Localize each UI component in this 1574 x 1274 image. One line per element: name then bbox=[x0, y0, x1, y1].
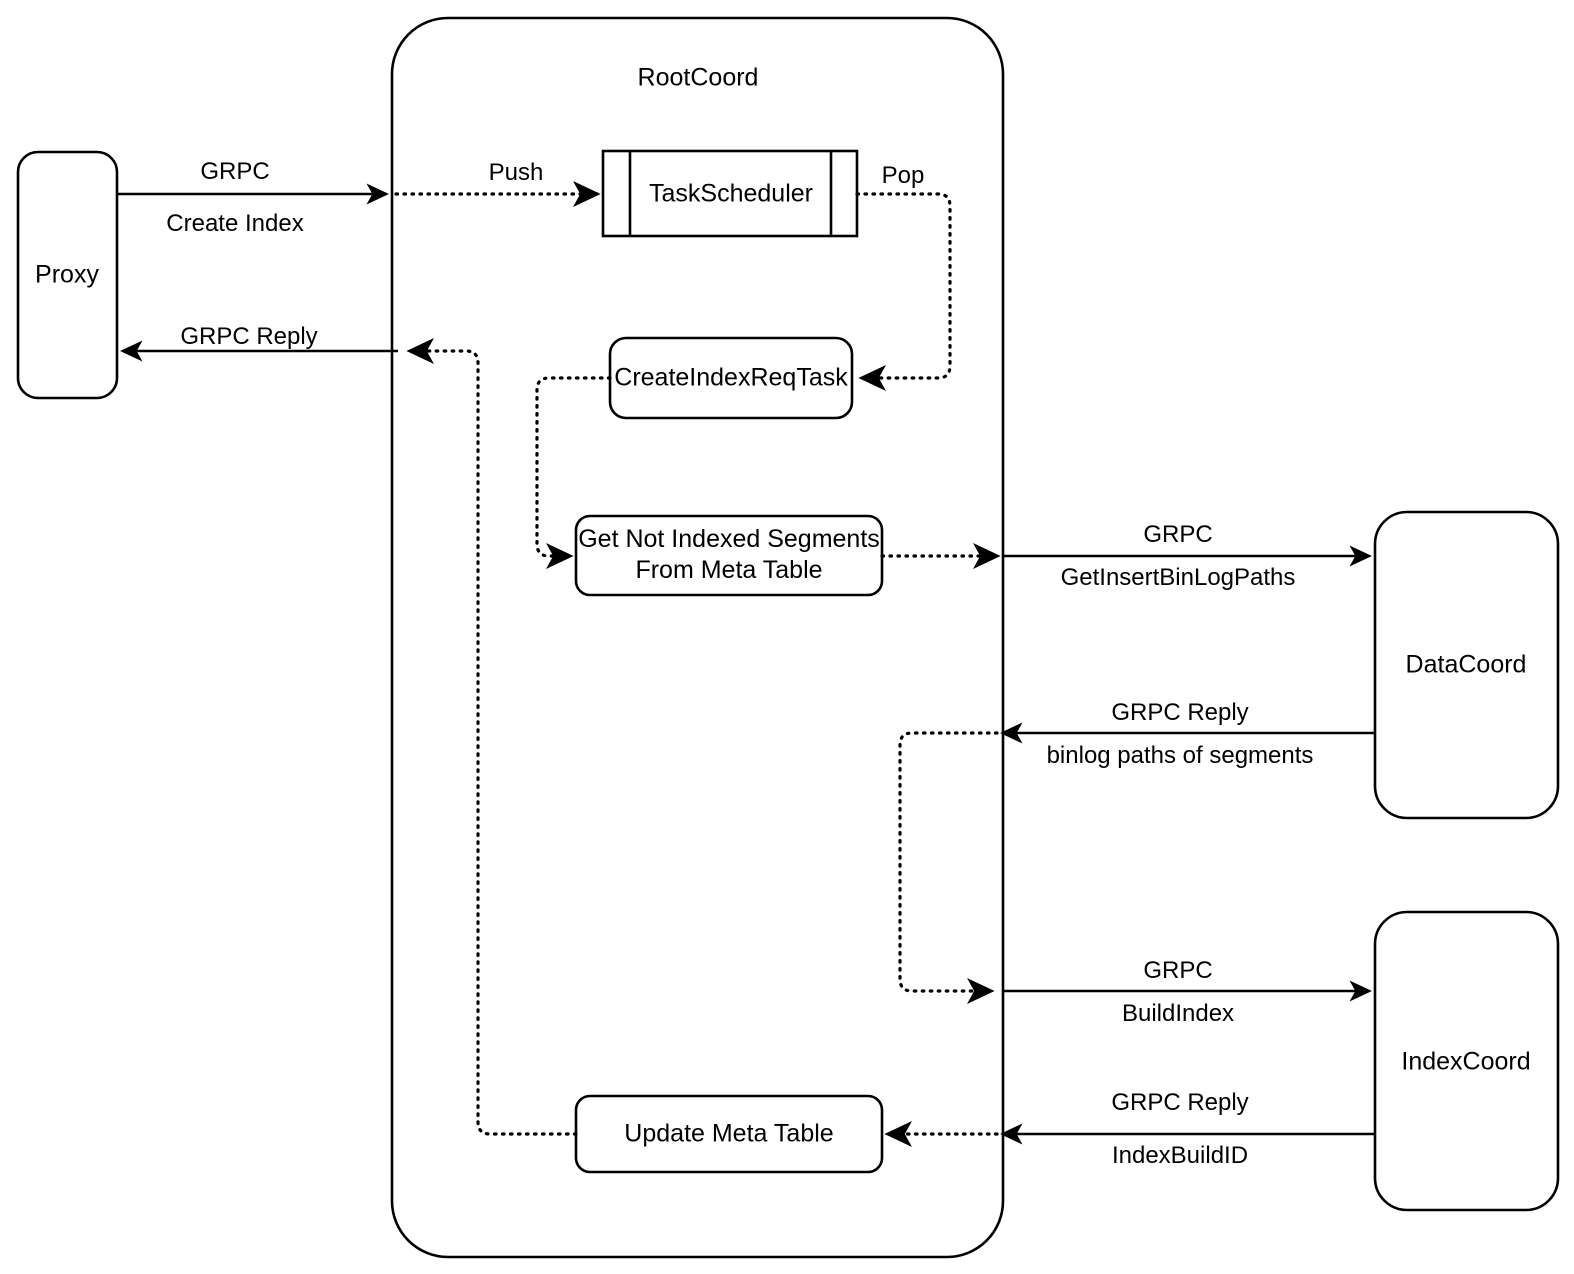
node-getnotindexedsegments[interactable] bbox=[574, 514, 884, 597]
edge-updatemetatable-to-proxyreply bbox=[406, 338, 578, 1136]
edge-internal-reply-to-buildindex bbox=[898, 731, 999, 1004]
edge-createindexreqtask-to-getsegments bbox=[535, 376, 612, 569]
edge-pop-to-createindexreqtask bbox=[855, 192, 952, 391]
node-proxy[interactable] bbox=[16, 150, 119, 400]
node-createindexreqtask[interactable] bbox=[608, 336, 854, 420]
node-indexcoord[interactable] bbox=[1373, 910, 1560, 1212]
node-updatemetatable[interactable] bbox=[574, 1094, 884, 1174]
node-taskscheduler[interactable] bbox=[601, 149, 859, 238]
node-datacoord[interactable] bbox=[1373, 510, 1560, 820]
container-rootcoord bbox=[390, 16, 1005, 1259]
